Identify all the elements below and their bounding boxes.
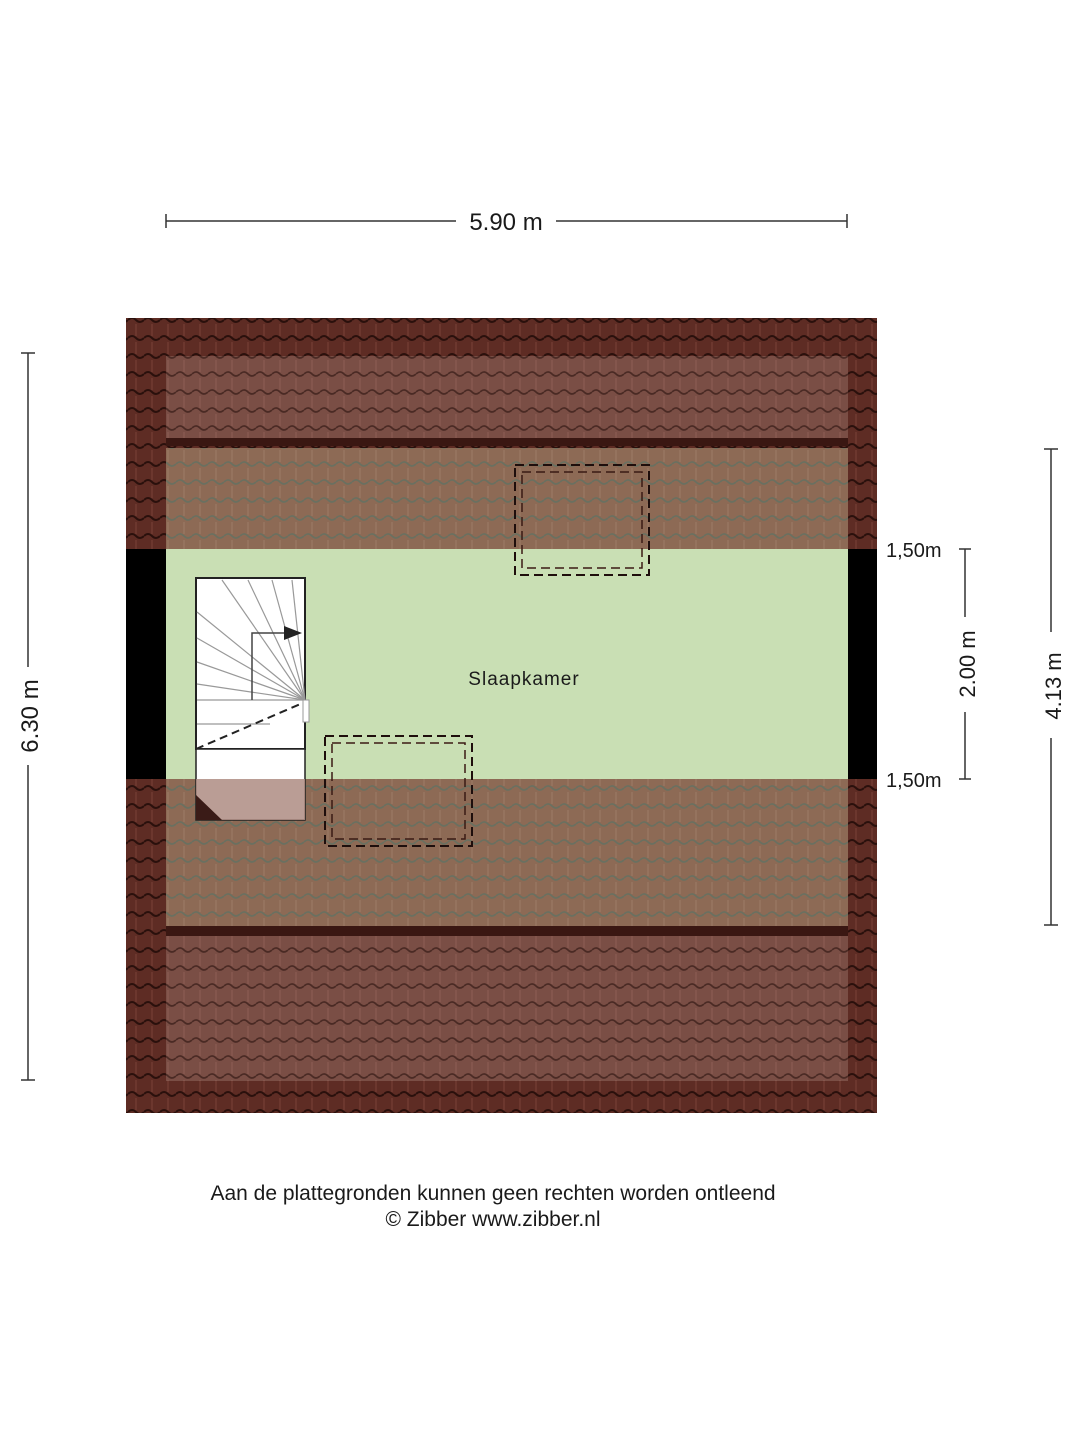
depth-dimension: 6.30 m (17, 352, 44, 1081)
inner-depth-dimension: 4.13 m (1041, 448, 1066, 926)
roof-inner-bottom (166, 936, 848, 1081)
room-label: Slaapkamer (468, 669, 579, 690)
full-height-label: 2.00 m (955, 630, 980, 697)
footer-disclaimer: Aan de plattegronden kunnen geen rechten… (210, 1182, 776, 1205)
width-label: 5.90 m (469, 209, 542, 236)
knee-zone-top (166, 448, 848, 549)
skylight-top (514, 464, 650, 576)
roof-inner-top (166, 356, 848, 440)
top-knee-label: 1,50m (886, 540, 942, 562)
depth-label: 6.30 m (17, 679, 44, 752)
footer-copyright: © Zibber www.zibber.nl (385, 1208, 601, 1231)
gable-wall-right (848, 549, 877, 779)
bottom-knee-label: 1,50m (886, 770, 942, 792)
skylight-bottom (324, 735, 473, 847)
height-dimension: 2.00 m 1,50m 1,50m (886, 540, 980, 792)
staircase (195, 577, 310, 821)
inner-depth-label: 4.13 m (1041, 652, 1066, 719)
width-dimension: 5.90 m (165, 209, 848, 236)
gable-wall-left (126, 549, 166, 779)
